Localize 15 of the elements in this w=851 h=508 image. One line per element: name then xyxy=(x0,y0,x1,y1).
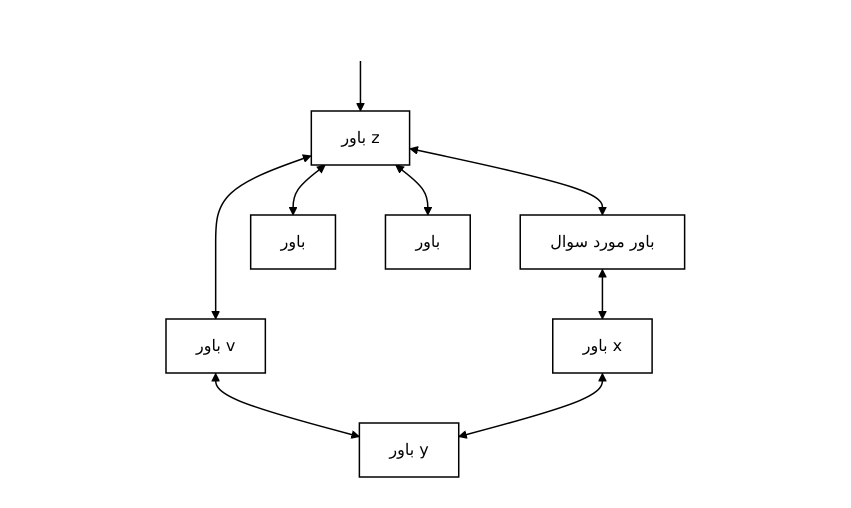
node-box: باور v xyxy=(165,318,266,374)
node-box: باور x xyxy=(552,318,654,374)
arrow xyxy=(410,146,608,216)
arrow xyxy=(458,373,608,439)
node-box: باور xyxy=(250,214,336,270)
arrow xyxy=(598,269,608,320)
arrow xyxy=(356,61,366,112)
arrow xyxy=(396,164,432,216)
arrow xyxy=(211,373,360,439)
node-box: باور xyxy=(384,214,472,270)
node-box: باور z xyxy=(310,110,411,166)
arrow xyxy=(211,154,312,320)
node-box: باور مورد سوال xyxy=(520,214,686,270)
arrow xyxy=(288,164,326,216)
node-box: باور y xyxy=(358,422,460,478)
